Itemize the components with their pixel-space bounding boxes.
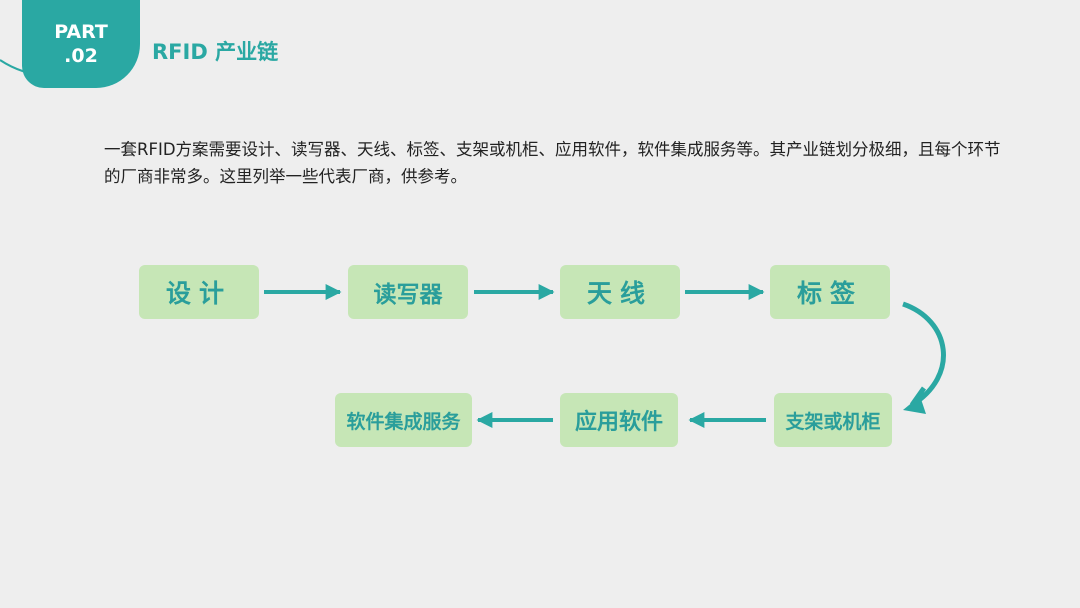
step-bracket-cabinet: 支架或机柜 xyxy=(774,393,892,447)
badge-number: .02 xyxy=(64,45,98,67)
step-tag: 标签 xyxy=(770,265,890,319)
part-badge: PART .02 xyxy=(22,0,140,88)
step-application-software: 应用软件 xyxy=(560,393,678,447)
step-reader: 读写器 xyxy=(348,265,468,319)
intro-paragraph: 一套RFID方案需要设计、读写器、天线、标签、支架或机柜、应用软件，软件集成服务… xyxy=(104,140,1001,186)
step-antenna: 天线 xyxy=(560,265,680,319)
badge-part-label: PART xyxy=(54,21,108,43)
step-design: 设计 xyxy=(139,265,259,319)
curved-arrow-icon xyxy=(902,301,946,414)
page-title: RFID 产业链 xyxy=(152,40,279,64)
step-integration-service: 软件集成服务 xyxy=(335,393,472,447)
